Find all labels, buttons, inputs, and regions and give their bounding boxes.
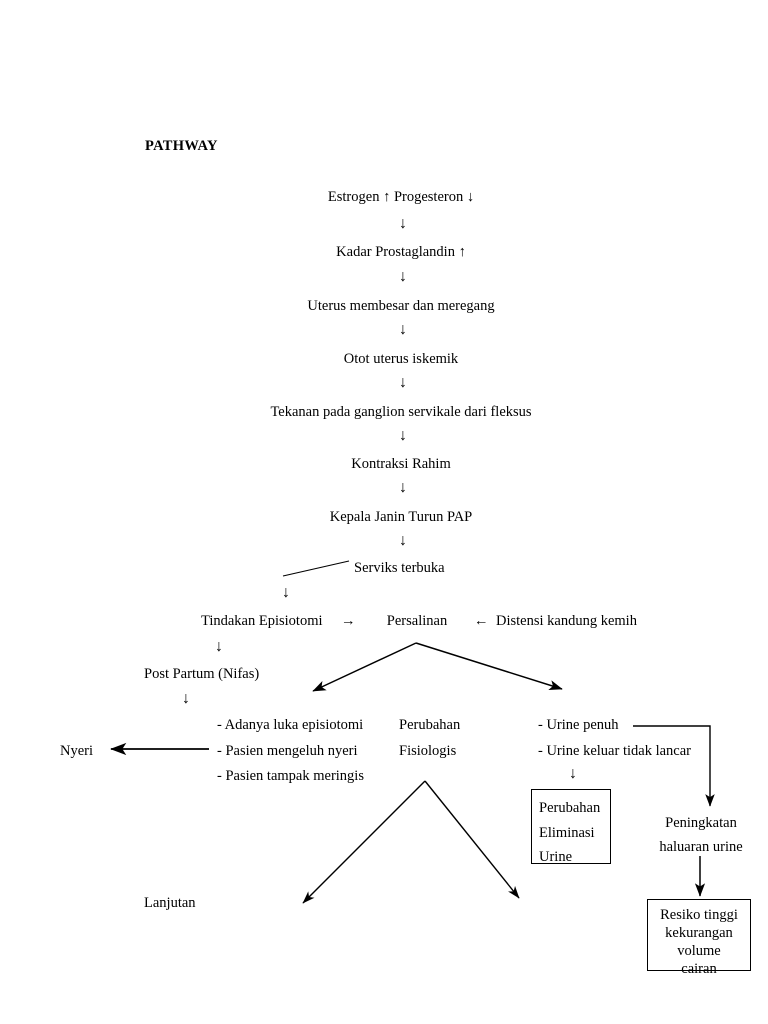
box-resiko-tinggi-kekurangan-volume-cairan: Resiko tinggi kekurangan volume cairan bbox=[647, 899, 751, 976]
chevron-down-icon-4: ↓ bbox=[399, 374, 407, 391]
serviks-leader-line bbox=[282, 560, 350, 577]
node-distensi-kandung-kemih: Distensi kandung kemih bbox=[496, 613, 637, 629]
page-title: PATHWAY bbox=[145, 138, 218, 154]
eliminasi-box-line-2: Eliminasi bbox=[539, 825, 595, 841]
resiko-box-line-4: cairan bbox=[681, 961, 717, 977]
chevron-down-icon-6: ↓ bbox=[399, 479, 407, 496]
node-tindakan-episiotomi: Tindakan Episiotomi bbox=[201, 613, 323, 629]
persalinan-branch-left bbox=[312, 642, 417, 692]
chevron-down-icon-episiotomi: ↓ bbox=[215, 638, 223, 655]
chevron-down-icon-5: ↓ bbox=[399, 427, 407, 444]
resiko-box-line-1: Resiko tinggi bbox=[660, 907, 738, 923]
chevron-down-icon-post-partum: ↓ bbox=[182, 690, 190, 707]
chain-node-estrogen-progesteron: Estrogen ↑ Progesteron ↓ bbox=[327, 189, 475, 205]
finding-item-urine-keluar-tidak-lancar: - Urine keluar tidak lancar bbox=[538, 743, 691, 759]
perubahan-fisiologis-line-1: Perubahan bbox=[399, 717, 461, 733]
finding-item-luka-episiotomi: - Adanya luka episiotomi bbox=[217, 717, 364, 733]
node-persalinan: Persalinan bbox=[386, 613, 448, 629]
fisiologis-branch-left bbox=[302, 780, 426, 904]
finding-item-mengeluh-nyeri: - Pasien mengeluh nyeri bbox=[217, 743, 358, 759]
eliminasi-box-line-1: Perubahan bbox=[539, 800, 601, 816]
chain-node-serviks-terbuka: Serviks terbuka bbox=[354, 560, 445, 576]
perubahan-fisiologis-line-2: Fisiologis bbox=[399, 743, 457, 759]
resiko-box-line-3: volume bbox=[677, 943, 721, 959]
arrow-right-icon-episiotomi: → bbox=[341, 613, 356, 629]
chevron-down-icon-2: ↓ bbox=[399, 268, 407, 285]
haluaran-line-1: Peningkatan bbox=[665, 815, 737, 831]
urine-penuh-elbow-connector bbox=[633, 725, 715, 807]
haluaran-line-2: haluaran urine bbox=[659, 839, 743, 855]
chevron-down-icon-1: ↓ bbox=[399, 215, 407, 232]
eliminasi-box-line-3: Urine bbox=[539, 849, 573, 865]
node-post-partum-nifas: Post Partum (Nifas) bbox=[144, 666, 260, 682]
fisiologis-branch-right bbox=[424, 780, 520, 899]
chevron-down-icon-8: ↓ bbox=[282, 584, 290, 601]
resiko-box-line-2: kekurangan bbox=[665, 925, 733, 941]
chevron-down-icon-3: ↓ bbox=[399, 321, 407, 338]
chain-node-kontraksi-rahim: Kontraksi Rahim bbox=[351, 456, 451, 472]
arrow-left-icon-distensi: ← bbox=[474, 613, 489, 629]
chain-node-uterus-membesar: Uterus membesar dan meregang bbox=[307, 298, 495, 314]
chevron-down-icon-urine: ↓ bbox=[569, 765, 577, 782]
chain-node-tekanan-ganglion: Tekanan pada ganglion servikale dari fle… bbox=[270, 404, 532, 420]
node-lanjutan: Lanjutan bbox=[144, 895, 196, 911]
chain-node-otot-uterus-iskemik: Otot uterus iskemik bbox=[343, 351, 459, 367]
finding-item-tampak-meringis: - Pasien tampak meringis bbox=[217, 768, 364, 784]
diagnosis-nyeri: Nyeri bbox=[60, 743, 94, 759]
chain-node-kadar-prostaglandin: Kadar Prostaglandin ↑ bbox=[336, 244, 466, 260]
chain-node-kepala-janin-turun-pap: Kepala Janin Turun PAP bbox=[329, 509, 473, 525]
box-perubahan-eliminasi-urine: Perubahan Eliminasi Urine bbox=[531, 789, 611, 864]
persalinan-branch-right bbox=[415, 642, 563, 691]
finding-item-urine-penuh: - Urine penuh bbox=[538, 717, 619, 733]
chevron-down-icon-7: ↓ bbox=[399, 532, 407, 549]
